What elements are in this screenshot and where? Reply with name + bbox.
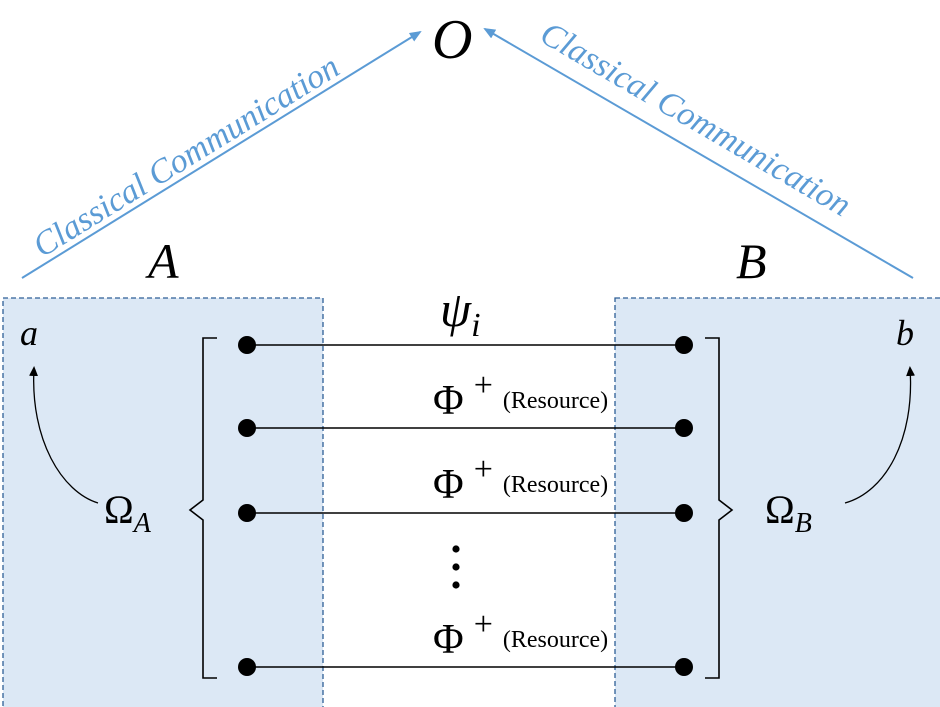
resource-label-2: Φ + (Resource) <box>433 451 608 508</box>
input-state-label: ψi <box>440 281 481 344</box>
party-a-box <box>2 297 324 707</box>
pair-input-node-b <box>675 336 693 354</box>
ellipsis-dot-1 <box>452 545 460 553</box>
resource-1-symbol: Φ <box>433 378 464 424</box>
classical-channel-left-arrow <box>21 30 422 279</box>
resource-label-1: Φ + (Resource) <box>433 367 608 424</box>
pair-resource-2-node-b <box>675 504 693 522</box>
measurement-a-subscript: A <box>132 508 152 539</box>
pair-resource-1 <box>238 419 693 437</box>
brace-a <box>188 337 217 679</box>
party-b-label: B <box>736 233 767 289</box>
pair-resource-1-node-b <box>675 419 693 437</box>
pair-resource-n-node-a <box>238 658 256 676</box>
pair-resource-2 <box>238 504 693 522</box>
pair-input-state <box>238 336 693 354</box>
pair-resource-n-node-b <box>675 658 693 676</box>
classical-channel-right-label: Classical Communication <box>534 15 857 224</box>
input-state-symbol: ψ <box>440 281 472 337</box>
resource-1-superscript: + <box>474 367 493 404</box>
resource-2-superscript: + <box>474 451 493 488</box>
output-a-label: a <box>20 313 38 353</box>
input-state-subscript: i <box>471 307 480 344</box>
measurement-a-label: ΩA <box>104 487 152 539</box>
output-b-arrow <box>844 366 916 504</box>
pair-resource-n <box>238 658 693 676</box>
classical-channel-left-label: Classical Communication <box>27 48 346 265</box>
resource-2-note: (Resource) <box>503 472 608 498</box>
party-a-label: A <box>145 233 179 289</box>
measurement-b-label: ΩB <box>765 487 812 539</box>
ellipsis-dot-3 <box>452 581 460 589</box>
pair-input-node-a <box>238 336 256 354</box>
ellipsis-dot-2 <box>452 563 460 571</box>
pair-resource-2-node-a <box>238 504 256 522</box>
brace-b <box>705 337 734 679</box>
resource-n-superscript: + <box>474 606 493 643</box>
resource-n-symbol: Φ <box>433 617 464 663</box>
output-a-arrow <box>29 366 99 504</box>
resource-n-note: (Resource) <box>503 627 608 653</box>
output-b-label: b <box>896 313 914 353</box>
resource-label-n: Φ + (Resource) <box>433 606 608 663</box>
classical-channel-right-arrow <box>483 27 914 279</box>
measurement-a-symbol: Ω <box>104 487 134 532</box>
ellipsis-dots <box>452 545 460 589</box>
measurement-b-subscript: B <box>795 508 812 539</box>
party-b-box <box>614 297 940 707</box>
resource-2-symbol: Φ <box>433 462 464 508</box>
resource-1-note: (Resource) <box>503 388 608 414</box>
pair-resource-1-node-a <box>238 419 256 437</box>
observer-label: O <box>432 9 472 71</box>
measurement-b-symbol: Ω <box>765 487 795 532</box>
